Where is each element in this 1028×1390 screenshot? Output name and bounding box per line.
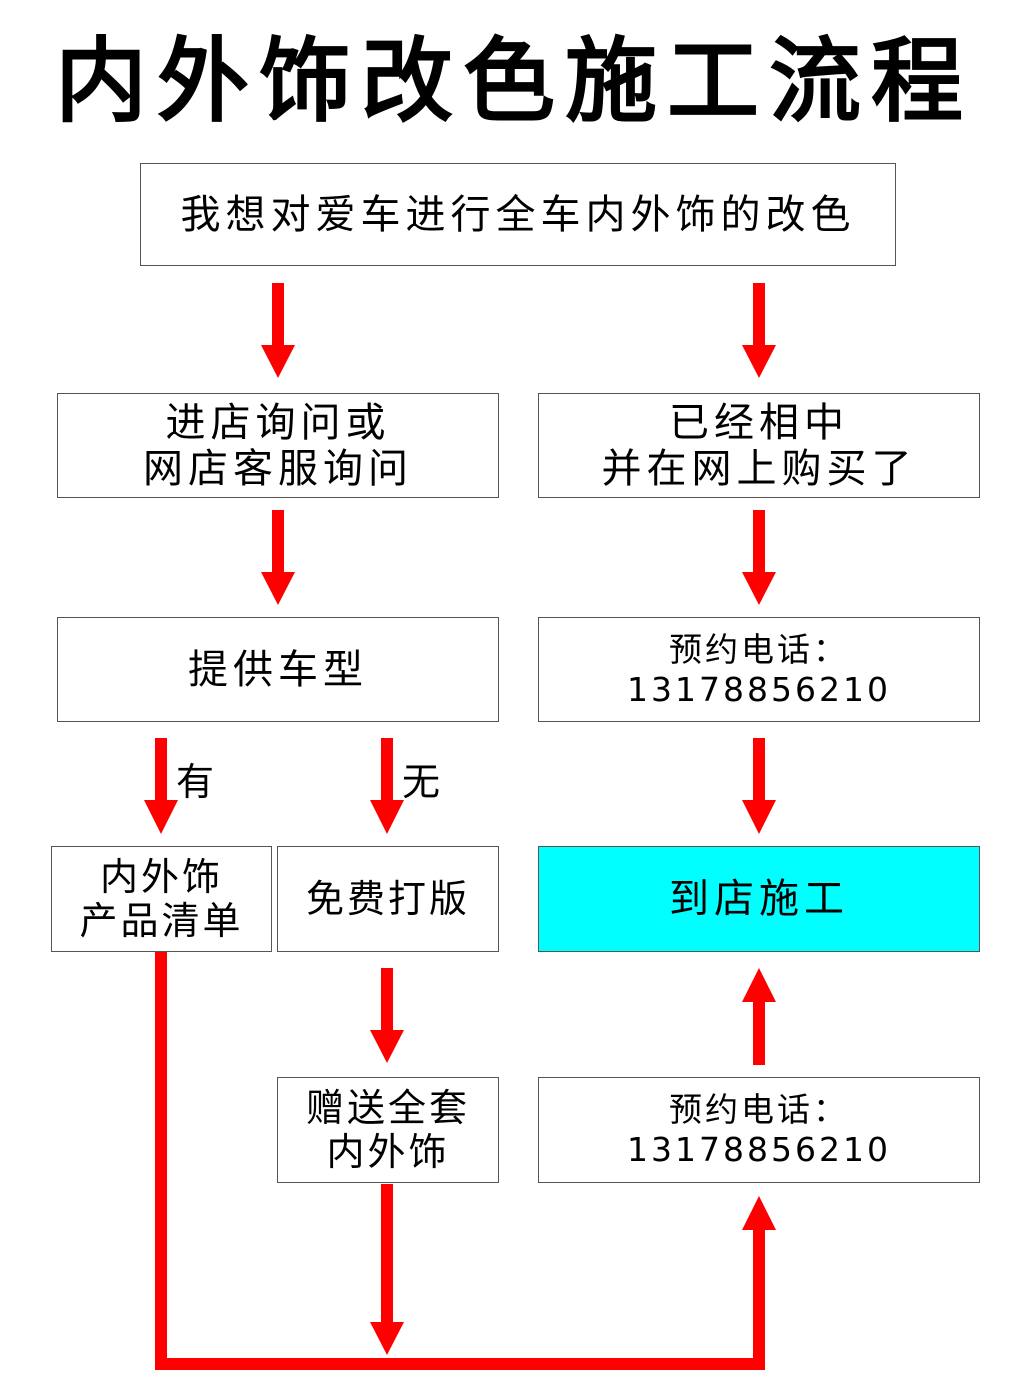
arrow-down-icon — [742, 510, 776, 605]
inquire-line-1: 进店询问或 — [165, 399, 391, 446]
phone-label-1: 预约电话： — [669, 629, 849, 669]
arrow-down-icon — [370, 968, 404, 1063]
free-template-text: 免费打版 — [305, 877, 470, 921]
connector-line — [155, 952, 776, 1370]
product-list-line-1: 内外饰 — [99, 855, 223, 899]
phone-number-1: 13178856210 — [627, 669, 891, 709]
arrow-up-icon — [742, 968, 776, 1065]
gift-line-1: 赠送全套 — [305, 1086, 470, 1130]
arrow-down-icon — [370, 1184, 404, 1355]
bought-line-1: 已经相中 — [669, 399, 849, 446]
product-list-box: 内外饰 产品清单 — [51, 846, 272, 952]
model-text: 提供车型 — [188, 646, 368, 693]
free-template-box: 免费打版 — [277, 846, 499, 952]
arrow-down-icon — [370, 738, 404, 834]
bought-line-2: 并在网上购买了 — [601, 445, 917, 492]
bought-box: 已经相中 并在网上购买了 — [538, 393, 980, 498]
page-title: 内外饰改色施工流程 — [54, 28, 973, 135]
branch-label-no: 无 — [402, 760, 441, 804]
construction-text: 到店施工 — [669, 876, 849, 922]
inquire-line-2: 网店客服询问 — [143, 445, 413, 492]
start-text: 我想对爱车进行全车内外饰的改色 — [180, 191, 856, 238]
model-box: 提供车型 — [57, 617, 499, 722]
arrow-down-icon — [261, 283, 295, 378]
arrow-down-icon — [742, 283, 776, 378]
phone-number-2: 13178856210 — [627, 1130, 891, 1169]
phone-box-1: 预约电话： 13178856210 — [538, 617, 980, 722]
inquire-box: 进店询问或 网店客服询问 — [57, 393, 499, 498]
branch-label-yes: 有 — [176, 760, 215, 804]
gift-line-2: 内外饰 — [326, 1130, 450, 1174]
start-box: 我想对爱车进行全车内外饰的改色 — [140, 163, 896, 266]
gift-box: 赠送全套 内外饰 — [277, 1077, 499, 1183]
arrow-down-icon — [144, 738, 178, 834]
arrow-down-icon — [742, 738, 776, 834]
product-list-line-2: 产品清单 — [79, 899, 244, 943]
arrow-down-icon — [261, 510, 295, 605]
phone-box-2: 预约电话： 13178856210 — [538, 1077, 980, 1183]
phone-label-2: 预约电话： — [669, 1090, 849, 1129]
construction-box: 到店施工 — [538, 846, 980, 952]
